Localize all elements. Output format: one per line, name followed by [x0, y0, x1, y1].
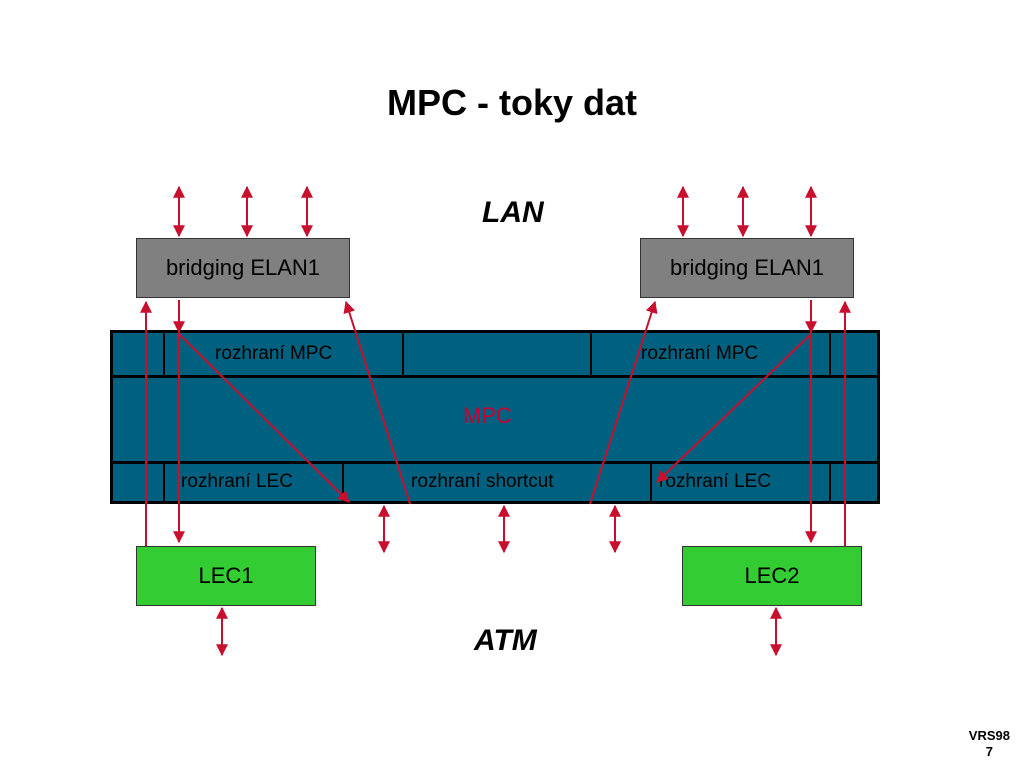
- mpc-bottom-divider-4: [829, 463, 831, 503]
- bridge-label-right: bridging ELAN1: [669, 255, 825, 280]
- bridge-box-right: bridging ELAN1: [640, 238, 854, 298]
- lec-interface-left: rozhraní LEC: [181, 471, 293, 492]
- atm-label: ATM: [474, 624, 537, 657]
- mpc-interface-right: rozhraní MPC: [641, 343, 759, 364]
- mpc-top-divider-1: [163, 333, 165, 375]
- footer-line-2: 7: [985, 744, 994, 759]
- mpc-diagonal-right-down: [656, 333, 812, 483]
- bridge-label-left: bridging ELAN1: [165, 255, 321, 280]
- mpc-diagonal-left-down: [178, 333, 350, 503]
- slide-title: MPC - toky dat: [386, 82, 637, 123]
- mpc-top-divider-4: [829, 333, 831, 375]
- lec-interface-right: rozhraní LEC: [659, 471, 771, 492]
- mpc-top-divider-2: [402, 333, 404, 375]
- lec1-box: LEC1: [136, 546, 316, 606]
- mpc-block: rozhraní MPC rozhraní MPC MPC rozhraní L…: [110, 330, 880, 504]
- mpc-divider-bottom: [113, 461, 877, 464]
- mpc-top-divider-3: [590, 333, 592, 375]
- lec2-label: LEC2: [744, 563, 800, 588]
- mpc-interface-left: rozhraní MPC: [215, 343, 333, 364]
- mpc-bottom-divider-1: [163, 463, 165, 503]
- mpc-bottom-divider-2: [342, 463, 344, 503]
- lec2-box: LEC2: [682, 546, 862, 606]
- bridge-box-left: bridging ELAN1: [136, 238, 350, 298]
- mpc-label: MPC: [463, 403, 512, 428]
- slide-footer: VRS98 7: [969, 728, 1010, 760]
- shortcut-interface: rozhraní shortcut: [411, 471, 554, 492]
- shortcut-to-bridge-right: [589, 300, 658, 505]
- lan-label: LAN: [482, 196, 544, 229]
- mpc-bottom-divider-3: [650, 463, 652, 503]
- lec1-label: LEC1: [198, 563, 254, 588]
- footer-line-1: VRS98: [968, 728, 1010, 743]
- mpc-divider-top: [113, 375, 877, 378]
- shortcut-to-bridge-left: [343, 300, 411, 505]
